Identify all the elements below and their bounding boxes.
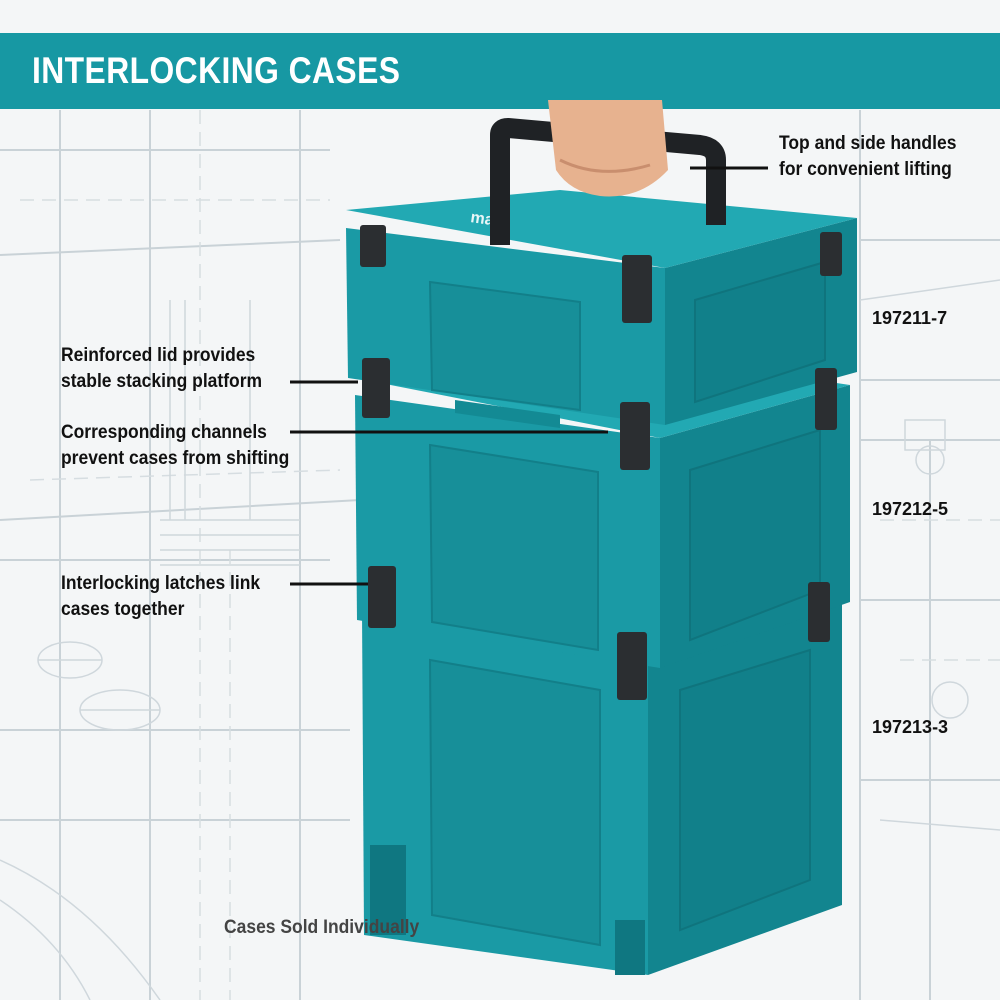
header-banner — [0, 33, 1000, 109]
latch-icon — [360, 225, 842, 700]
callout-reinforced-lid-line-2: stable stacking platform — [61, 371, 263, 392]
case-top: mak — [346, 190, 857, 425]
model-number-bottom: 197213-3 — [872, 717, 949, 737]
callout-reinforced-lid-line-1: Reinforced lid provides — [61, 345, 256, 366]
model-number-top: 197211-7 — [872, 308, 948, 328]
callout-latches-line-1: Interlocking latches link — [61, 573, 261, 594]
model-number-middle: 197212-5 — [872, 499, 949, 519]
callout-handles-line-2: for convenient lifting — [779, 159, 952, 180]
callout-handles: Top and side handles for convenient lift… — [779, 131, 956, 183]
callout-latches-line-2: cases together — [61, 599, 185, 620]
callout-channels-line-2: prevent cases from shifting — [61, 448, 290, 469]
callout-handles-line-1: Top and side handles — [779, 133, 957, 154]
callout-channels: Corresponding channels prevent cases fro… — [61, 420, 289, 472]
sold-individually-note: Cases Sold Individually — [224, 917, 420, 938]
callout-latches: Interlocking latches link cases together — [61, 571, 260, 623]
callout-reinforced-lid: Reinforced lid provides stable stacking … — [61, 343, 262, 395]
callout-channels-line-1: Corresponding channels — [61, 422, 267, 443]
hand-image — [548, 100, 668, 197]
page-title: INTERLOCKING CASES — [32, 50, 401, 91]
